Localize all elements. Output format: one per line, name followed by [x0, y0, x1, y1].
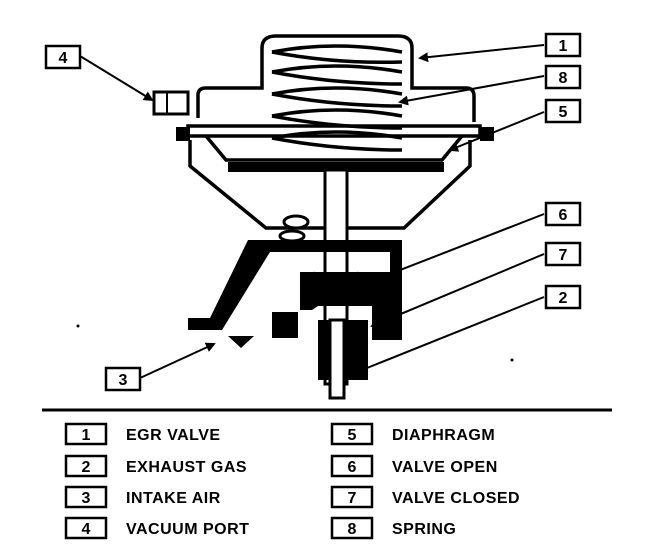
svg-text:VALVE CLOSED: VALVE CLOSED — [392, 490, 520, 507]
callout-4: 4 — [44, 44, 82, 70]
svg-text:2: 2 — [82, 459, 91, 476]
legend-item: 7 VALVE CLOSED — [330, 485, 520, 509]
callout-7: 7 — [544, 241, 582, 267]
svg-text:3: 3 — [82, 490, 91, 507]
svg-text:4: 4 — [59, 50, 68, 67]
legend-item: 1 EGR VALVE — [64, 422, 221, 446]
legend-item: 3 INTAKE AIR — [64, 485, 221, 509]
svg-text:6: 6 — [559, 207, 568, 224]
svg-text:EGR VALVE: EGR VALVE — [126, 427, 221, 444]
svg-text:4: 4 — [82, 521, 91, 538]
callout-2: 2 — [544, 284, 582, 310]
svg-text:3: 3 — [119, 372, 128, 389]
callout-5: 5 — [544, 98, 582, 124]
callout-1: 1 — [544, 32, 582, 58]
svg-text:INTAKE AIR: INTAKE AIR — [126, 490, 221, 507]
svg-text:7: 7 — [559, 247, 568, 264]
intake-arrow-icon — [228, 336, 254, 348]
callout-8: 8 — [544, 64, 582, 90]
svg-text:VACUUM PORT: VACUUM PORT — [126, 521, 249, 538]
vacuum-port-fitting — [152, 90, 190, 116]
svg-text:6: 6 — [348, 459, 357, 476]
callout-3: 3 — [104, 366, 142, 392]
svg-text:8: 8 — [559, 70, 568, 87]
rim-clip-left — [176, 127, 190, 141]
svg-text:5: 5 — [348, 427, 357, 444]
manifold-base — [188, 240, 402, 340]
svg-text:7: 7 — [348, 490, 357, 507]
svg-text:2: 2 — [559, 290, 568, 307]
diaphragm-plate — [228, 162, 444, 172]
svg-text:5: 5 — [559, 104, 568, 121]
legend-item: 4 VACUUM PORT — [64, 516, 249, 540]
svg-text:8: 8 — [348, 521, 357, 538]
svg-text:SPRING: SPRING — [392, 521, 456, 538]
egr-valve-drawing — [76, 34, 514, 400]
svg-text:VALVE OPEN: VALVE OPEN — [392, 459, 498, 476]
legend-item: 5 DIAPHRAGM — [330, 422, 495, 446]
legend-item: 6 VALVE OPEN — [330, 454, 498, 478]
svg-text:EXHAUST GAS: EXHAUST GAS — [126, 459, 247, 476]
svg-text:1: 1 — [82, 427, 91, 444]
legend-item: 8 SPRING — [330, 516, 456, 540]
svg-text:1: 1 — [559, 38, 568, 55]
callout-6: 6 — [544, 201, 582, 227]
legend: 1 EGR VALVE 2 EXHAUST GAS 3 INTAKE AIR 4… — [64, 422, 520, 540]
leader-lines — [79, 44, 545, 379]
legend-item: 2 EXHAUST GAS — [64, 454, 247, 478]
svg-text:DIAPHRAGM: DIAPHRAGM — [392, 427, 495, 444]
